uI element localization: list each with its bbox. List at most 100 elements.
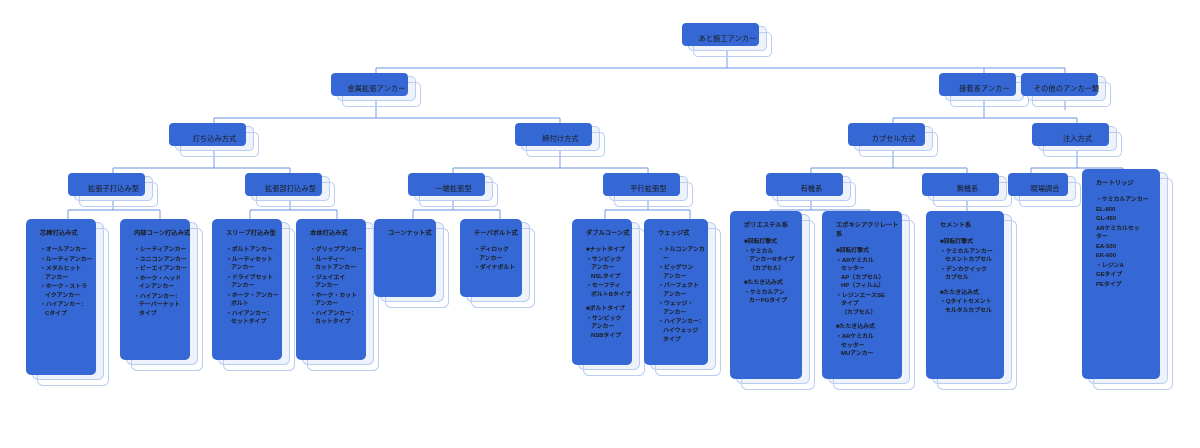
leaf-item: ・サンビック アンカー NSLタイプ (586, 256, 622, 280)
leaf-item: ・ビーエイアンカー (134, 266, 187, 273)
node-metal-anchor[interactable]: 金属拡張アンカー (331, 73, 421, 107)
node-expansion-part-drive-type-label: 拡張部打込み型 (264, 184, 316, 193)
node-expansion-part-drive-type[interactable]: 拡張部打込み型 (245, 173, 335, 207)
node-organic-label: 有機系 (800, 184, 823, 193)
leaf-item: ・ハイアンカー： セットタイプ (226, 310, 273, 326)
node-inorganic[interactable]: 無機系 (922, 173, 1012, 207)
node-parallel-expansion-type-label: 平行拡張型 (630, 184, 667, 193)
leaf-item: ■ナットタイプ (586, 246, 625, 253)
leaf-item: ・パーフェクト アンカー (658, 283, 699, 298)
node-tighten-method-label: 締付け方式 (542, 134, 579, 143)
leaf-item: ■たたき込み式 (744, 280, 783, 287)
leaf-card[interactable]: ポリエステル系 ■回転打撃式・ケミカル アンカーRタイプ （カプセル）■たたき込… (730, 211, 815, 390)
node-root[interactable]: あと施工アンカー (682, 23, 772, 57)
leaf-item: ・ディロック アンカー (474, 246, 509, 262)
leaf-card[interactable]: 芯棒打込み式 ・オールアンカー・ルーティアンカー・メタルヒット アンカー・ホーク… (26, 219, 109, 386)
leaf-item: ・ボルトアンカー (226, 246, 273, 253)
node-single-end-expansion-type[interactable]: 一端拡張型 (408, 173, 498, 207)
leaf-items: ・シーティアンカー・ユニコンアンカー・ビーエイアンカー・ホーク・ヘッド インアン… (134, 246, 192, 319)
node-single-end-expansion-type-label: 一端拡張型 (435, 184, 472, 193)
node-capsule-method[interactable]: カプセル方式 (848, 123, 938, 157)
leaf-card[interactable]: コーンナット式 (374, 219, 449, 308)
node-parallel-expansion-type[interactable]: 平行拡張型 (603, 173, 693, 207)
leaf-title: スリーブ打込み型 (226, 230, 276, 237)
node-drive-method[interactable]: 打ち込み方式 (169, 123, 259, 157)
leaf-card[interactable]: エポキシアクリレート系 ■回転打撃式・ARケミカル セッター AP（カプセル） … (822, 211, 915, 390)
leaf-title: コーンナット式 (388, 230, 432, 237)
leaf-item: ・レジンエースSE タイプ （カプセル） (836, 292, 885, 316)
leaf-item: ・ルーティアンカー (40, 256, 93, 263)
leaf-item: ・ルーティー カットアンカー (310, 256, 356, 272)
leaf-card[interactable]: テーパボルト式 ・ディロック アンカー・ダイナボルト (460, 219, 535, 308)
leaf-title: 内部コーン打込み式 (134, 230, 191, 237)
leaf-item: ・ハイアンカー： テーパーナット タイプ (134, 293, 181, 317)
leaf-item: ・ホーク・ストラ イクアンカー (40, 284, 88, 299)
node-adhesive-anchor[interactable]: 接着系アンカー (939, 73, 1029, 107)
leaf-items: ■回転打撃式・ARケミカル セッター AP（カプセル） HP（フィルム）・レジン… (836, 247, 904, 359)
leaf-item: ・レジンA (1096, 262, 1124, 269)
leaf-item: ・サンビック アンカー NSBタイプ (586, 315, 622, 340)
leaf-item: ・ARケミカル セッター MUアンカー (836, 334, 874, 358)
node-inorganic-label: 無機系 (956, 184, 979, 193)
leaf-item: ■回転打撃式 (744, 238, 778, 245)
leaf-item: ARケミカルセッ ター (1096, 225, 1140, 241)
node-site-mixed[interactable]: 現場調合 (1008, 173, 1081, 207)
node-injection-method-label: 注入方式 (1062, 134, 1093, 143)
leaf-title: ウェッジ式 (658, 230, 690, 237)
leaf-item: EL-850 (1096, 206, 1116, 213)
leaf-items: ■ナットタイプ・サンビック アンカー NSLタイプ・セーフティ ボルトBタイプ■… (586, 246, 634, 341)
leaf-card[interactable]: ダブルコーン式 ■ナットタイプ・サンビック アンカー NSLタイプ・セーフティ … (572, 219, 645, 376)
leaf-item: ・ケミカル アンカーRタイプ （カプセル） (744, 248, 795, 272)
leaf-item: ・ハイアンカー： Cタイプ (40, 302, 87, 317)
leaf-item: ・ケミカルアン カーPGタイプ (744, 289, 787, 305)
leaf-item: GEタイプ (1096, 272, 1123, 279)
leaf-items: ・ボルトアンカー・ルーティセット アンカー・ドライブセット アンカー・ホーク・ア… (226, 246, 284, 327)
leaf-item: ・ハイアンカー： カットタイプ (310, 310, 357, 326)
leaf-item: ・ケミカルアンカー セメントカプセル (940, 248, 993, 264)
leaf-item: ・ARケミカル セッター AP（カプセル） HP（フィルム） (836, 257, 885, 290)
leaf-item: ・シーティアンカー (134, 246, 187, 253)
leaf-card[interactable]: 内部コーン打込み式 ・シーティアンカー・ユニコンアンカー・ビーエイアンカー・ホー… (120, 219, 203, 371)
leaf-item: ・ビッグワン アンカー (658, 265, 694, 280)
node-other-anchor-label: その他のアンカー類 (1033, 84, 1100, 93)
node-expander-drive-type[interactable]: 拡張子打込み型 (68, 173, 158, 207)
leaf-item: ・ドライブセット アンカー (226, 274, 274, 290)
leaf-items: ■回転打撃式・ケミカル アンカーRタイプ （カプセル） ■たたき込み式・ケミカルア… (744, 238, 804, 306)
leaf-title: カートリッジ (1096, 180, 1134, 187)
leaf-title: テーパボルト式 (474, 230, 518, 237)
leaf-item: ・ダイナボルト (474, 265, 516, 272)
leaf-card[interactable]: セメント系 ■回転打撃式・ケミカルアンカー セメントカプセル・デンカクイック カ… (926, 211, 1017, 390)
leaf-title: ダブルコーン式 (586, 230, 630, 237)
node-adhesive-anchor-label: 接着系アンカー (959, 84, 1010, 93)
leaf-item: ・メタルヒット アンカー (40, 266, 82, 281)
leaf-card[interactable]: 本体打込み式 ・グリップアンカー・ルーティー カットアンカー・ジェイエイ アンカ… (296, 219, 379, 371)
leaf-item: ・Qタイトセメント モルタルカプセル (940, 299, 992, 314)
leaf-item: ■たたき込み式 (836, 324, 875, 331)
leaf-item: ■回転打撃式 (940, 238, 974, 245)
leaf-item: ・ホーク・カット アンカー (310, 292, 358, 308)
leaf-item: ■たたき込み式 (940, 289, 979, 296)
leaf-item: ・ウェッジ・ アンカー (658, 301, 694, 316)
leaf-card[interactable]: スリーブ打込み型 ・ボルトアンカー・ルーティセット アンカー・ドライブセット ア… (212, 219, 295, 371)
leaf-items: ・グリップアンカー・ルーティー カットアンカー・ジェイエイ アンカー・ホーク・カ… (310, 246, 368, 327)
leaf-items: ・ディロック アンカー・ダイナボルト (474, 246, 524, 273)
node-injection-method[interactable]: 注入方式 (1032, 123, 1122, 157)
leaf-card[interactable]: ウェッジ式 ・トルコンアンカー・ビッグワン アンカー・パーフェクト アンカー・ウ… (644, 219, 721, 376)
node-other-anchor[interactable]: その他のアンカー類 (1021, 73, 1111, 107)
node-capsule-method-label: カプセル方式 (871, 134, 916, 143)
node-expander-drive-type-label: 拡張子打込み型 (87, 184, 139, 193)
leaf-item: ・ホーク・アンカー ボルト (226, 292, 279, 308)
leaf-items: ■回転打撃式・ケミカルアンカー セメントカプセル・デンカクイック カプセル ■たた… (940, 238, 1006, 316)
node-drive-method-label: 打ち込み方式 (192, 134, 237, 143)
leaf-item: ・ホーク・ヘッド インアンカー (134, 275, 182, 291)
node-organic[interactable]: 有機系 (766, 173, 856, 207)
leaf-item: ・デンカクイック カプセル (940, 266, 988, 282)
leaf-items: ・トルコンアンカー・ビッグワン アンカー・パーフェクト アンカー・ウェッジ・ ア… (658, 246, 710, 344)
leaf-title: 本体打込み式 (310, 230, 348, 237)
leaf-item: ・グリップアンカー (310, 246, 363, 253)
leaf-item: ・ジェイエイ アンカー (310, 274, 346, 290)
node-tighten-method[interactable]: 締付け方式 (515, 123, 605, 157)
